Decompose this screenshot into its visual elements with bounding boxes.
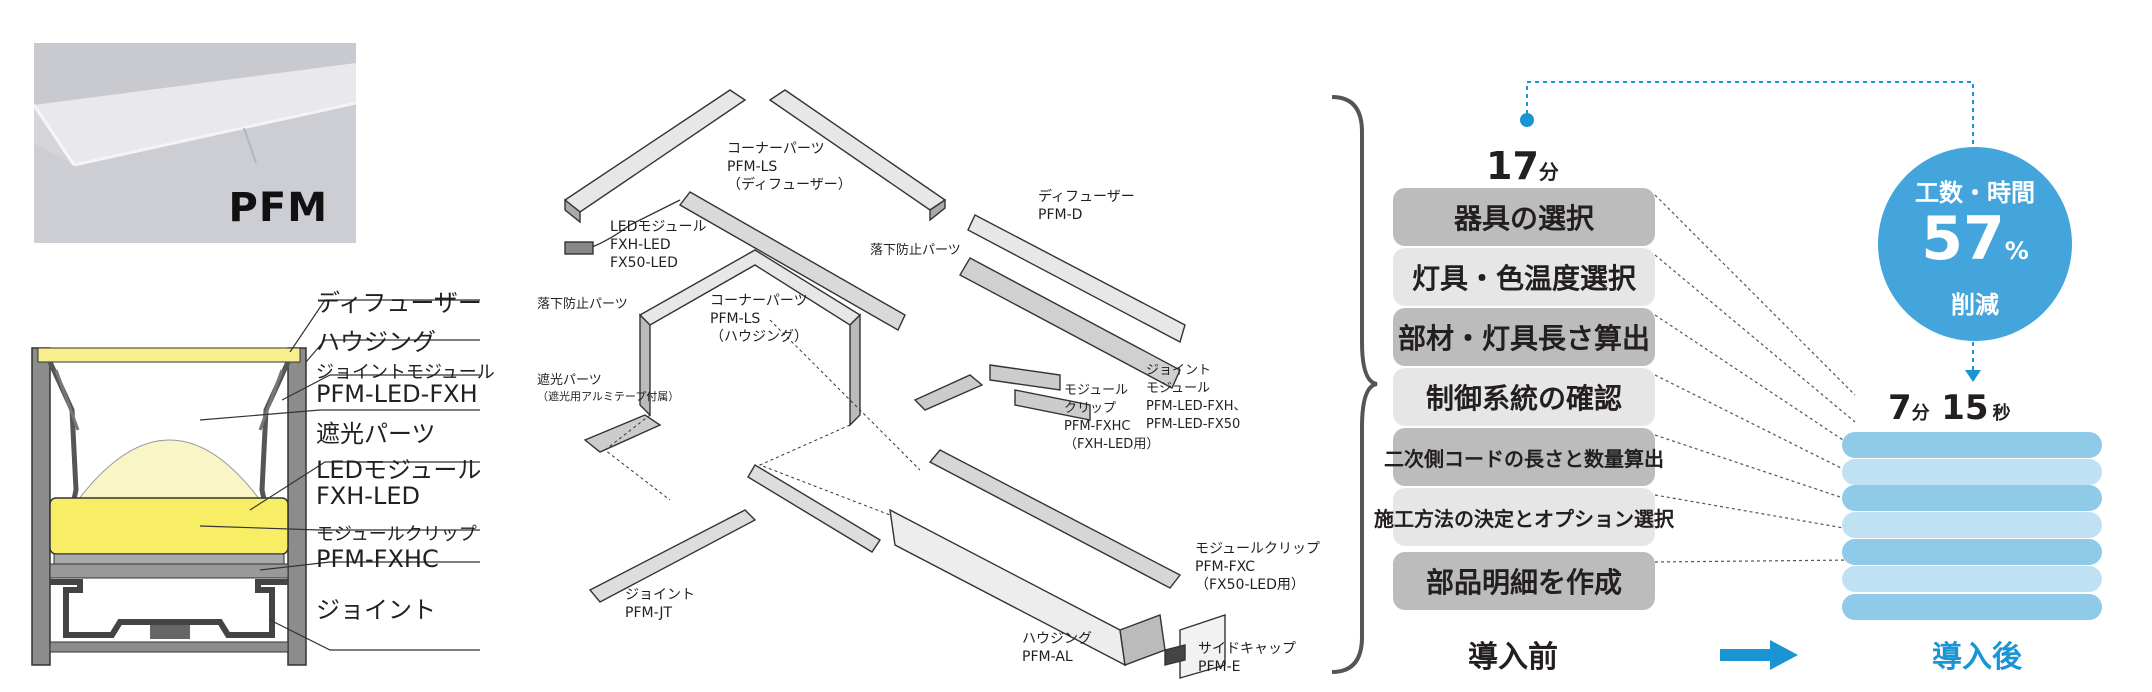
callout-joint: ジョイント (316, 596, 436, 624)
callout-joint-module-code: PFM-LED-FXH (316, 380, 478, 408)
label-led-module: LEDモジュール FXH-LED FX50-LED (610, 219, 707, 271)
after-seconds-value: 15 (1941, 388, 1989, 428)
label-fall-prevent-left: 落下防止パーツ (537, 297, 628, 312)
label-light-shield-note: （遮光用アルミテープ付属） (537, 390, 680, 403)
after-layer-3 (1842, 485, 2102, 511)
callout-led-module: LEDモジュール (316, 456, 482, 484)
after-layer-2 (1842, 459, 2102, 485)
step-1: 器具の選択 (1393, 188, 1655, 246)
callout-module-clip-code: PFM-FXHC (316, 545, 439, 573)
label-module-clip-fxc: モジュールクリップ PFM-FXC （FX50-LED用） (1195, 541, 1321, 593)
after-minutes-unit: 分 (1911, 403, 1930, 424)
label-light-shield: 遮光パーツ (537, 373, 602, 388)
step-5: 二次側コードの長さと数量算出 (1384, 428, 1664, 486)
callout-diffuser: ディフューザー (316, 289, 482, 317)
reduction-badge: 工数・時間 57% 削減 (1878, 147, 2072, 341)
before-time-unit: 分 (1538, 160, 1559, 184)
after-layer-4 (1842, 512, 2102, 538)
label-joint: ジョイント PFM-JT (625, 587, 695, 621)
callout-light-shield: 遮光パーツ (316, 420, 436, 448)
label-fall-prevent-right: 落下防止パーツ (870, 243, 961, 258)
workflow-connectors (1520, 81, 1981, 563)
step-2: 灯具・色温度選択 (1393, 248, 1655, 306)
before-label: 導入前 (1468, 640, 1558, 675)
before-time: 17分 (1486, 144, 1559, 188)
before-time-value: 17 (1486, 144, 1539, 188)
label-side-cap: サイドキャップ PFM-E (1198, 641, 1296, 675)
reduction-line3: 削減 (1951, 291, 1999, 319)
reduction-percent: 57% (1878, 208, 2072, 285)
reduction-percent-unit: % (2004, 237, 2029, 265)
after-layer-6 (1842, 566, 2102, 592)
photo-panel-graphic (34, 43, 356, 243)
label-diffuser: ディフューザー PFM-D (1038, 189, 1135, 223)
after-seconds-unit: 秒 (1992, 403, 2011, 424)
after-minutes-value: 7 (1888, 388, 1912, 428)
bracket-graphic (1331, 95, 1378, 674)
arrow-right-icon (1720, 640, 1798, 670)
reduction-percent-value: 57 (1921, 204, 2005, 274)
callout-joint-module: ジョイントモジュール (316, 362, 495, 383)
after-layer-1 (1842, 432, 2102, 458)
label-corner-diffuser: コーナーパーツ PFM-LS （ディフューザー） (727, 141, 852, 193)
label-housing: ハウジング PFM-AL (1022, 631, 1092, 665)
label-corner-housing: コーナーパーツ PFM-LS （ハウジング） (710, 293, 808, 345)
product-photo: PFM (34, 43, 356, 243)
callout-housing: ハウジング (316, 328, 436, 356)
cross-section-diagram (31, 299, 480, 666)
label-joint-module: ジョイント モジュール PFM-LED-FXH、 PFM-LED-FX50 (1146, 363, 1247, 432)
reduction-line1: 工数・時間 (1915, 179, 2035, 207)
callout-module-clip: モジュールクリップ (316, 524, 477, 545)
callout-led-module-code: FXH-LED (316, 482, 420, 510)
step-4: 制御系統の確認 (1393, 368, 1655, 426)
after-label: 導入後 (1932, 640, 2022, 675)
step-7: 部品明細を作成 (1393, 552, 1655, 610)
label-module-clip: モジュール クリップ PFM-FXHC （FXH-LED用） (1064, 383, 1160, 452)
exploded-view-diagram (563, 89, 1226, 679)
step-3: 部材・灯具長さ算出 (1393, 308, 1655, 366)
photo-label: PFM (228, 185, 328, 231)
step-6: 施工方法の決定とオプション選択 (1374, 488, 1674, 546)
after-layer-5 (1842, 539, 2102, 565)
after-layer-7 (1842, 594, 2102, 620)
